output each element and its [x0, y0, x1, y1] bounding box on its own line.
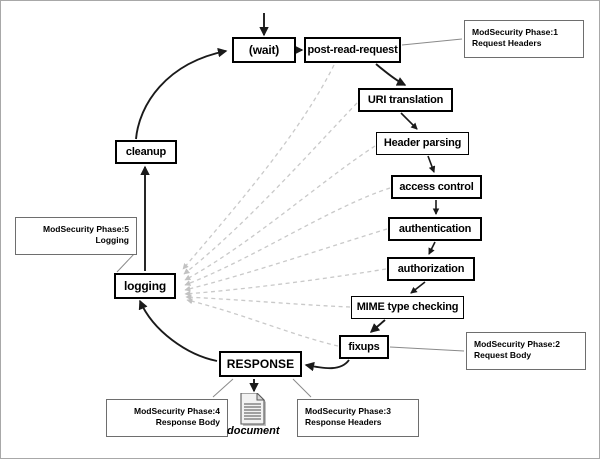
- arrow-mime-type-checking-to-fixups: [369, 319, 386, 333]
- arrow-authentication-to-authorization: [428, 241, 436, 255]
- arrow-cleanup-to-wait: [135, 47, 228, 140]
- dashed-mime-type-checking-to-logging: [185, 294, 351, 308]
- node-uri-translation[interactable]: URI translation: [358, 88, 453, 112]
- leader-phase-3: [292, 378, 312, 398]
- dashed-uri-translation-to-logging: [183, 102, 358, 275]
- node-response[interactable]: RESPONSE: [219, 351, 302, 377]
- node-header-parsing[interactable]: Header parsing: [376, 132, 469, 155]
- leader-phase-4: [212, 378, 234, 398]
- node-authorization[interactable]: authorization: [387, 257, 475, 281]
- leader-phase-2: [389, 346, 465, 352]
- dashed-authentication-to-logging: [184, 228, 388, 292]
- annotation-phase-4-line-1: ModSecurity Phase:4: [134, 406, 220, 416]
- annotation-phase-1-line-2: Request Headers: [472, 38, 542, 49]
- dashed-authorization-to-logging: [184, 268, 387, 297]
- flow-arrows: [135, 13, 440, 393]
- node-post-read-request[interactable]: post-read-request: [304, 37, 401, 63]
- dashed-access-control-to-logging: [184, 187, 391, 286]
- arrow-post-read-request-to-uri-translation: [375, 63, 407, 86]
- leader-phase-1: [401, 38, 463, 46]
- node-cleanup[interactable]: cleanup: [115, 140, 177, 164]
- document-label: document: [227, 425, 280, 437]
- annotation-phase-4: ModSecurity Phase:4 Response Body: [106, 399, 228, 437]
- arrow-header-parsing-to-access-control: [427, 155, 436, 173]
- annotation-phase-1: ModSecurity Phase:1 Request Headers: [464, 20, 584, 58]
- annotation-phase-5-line-2: Logging: [95, 235, 129, 246]
- node-logging[interactable]: logging: [114, 273, 176, 299]
- annotation-phase-4-line-2: Response Body: [155, 417, 220, 428]
- dashed-fixups-to-logging: [186, 298, 339, 347]
- dashed-header-parsing-to-logging: [184, 145, 376, 281]
- annotation-phase-5-line-1: ModSecurity Phase:5: [43, 224, 129, 234]
- dashed-post-read-request-to-logging: [182, 64, 335, 270]
- arrow-authorization-to-mime-type-checking: [410, 281, 426, 294]
- annotation-phase-2-line-2: Request Body: [474, 350, 532, 361]
- annotation-phase-3: ModSecurity Phase:3 Response Headers: [297, 399, 419, 437]
- node-access-control[interactable]: access control: [391, 175, 482, 199]
- arrow-fixups-to-response: [304, 359, 350, 372]
- leader-phase-5: [116, 252, 136, 273]
- annotation-phase-3-line-2: Response Headers: [305, 417, 382, 428]
- annotation-phase-3-line-1: ModSecurity Phase:3: [305, 406, 391, 416]
- node-fixups[interactable]: fixups: [339, 335, 389, 359]
- annotation-phase-1-line-1: ModSecurity Phase:1: [472, 27, 558, 37]
- node-mime-type-checking[interactable]: MIME type checking: [351, 296, 464, 319]
- annotation-phase-5: ModSecurity Phase:5 Logging: [15, 217, 137, 255]
- logging-dashed-arrows: [182, 64, 391, 347]
- annotation-leaders: [116, 38, 465, 398]
- node-wait[interactable]: (wait): [232, 37, 296, 63]
- annotation-phase-2-line-1: ModSecurity Phase:2: [474, 339, 560, 349]
- node-authentication[interactable]: authentication: [388, 217, 482, 241]
- document-icon: [240, 393, 266, 426]
- annotation-phase-2: ModSecurity Phase:2 Request Body: [466, 332, 586, 370]
- arrow-response-to-logging: [138, 299, 218, 362]
- arrow-uri-translation-to-header-parsing: [400, 112, 418, 130]
